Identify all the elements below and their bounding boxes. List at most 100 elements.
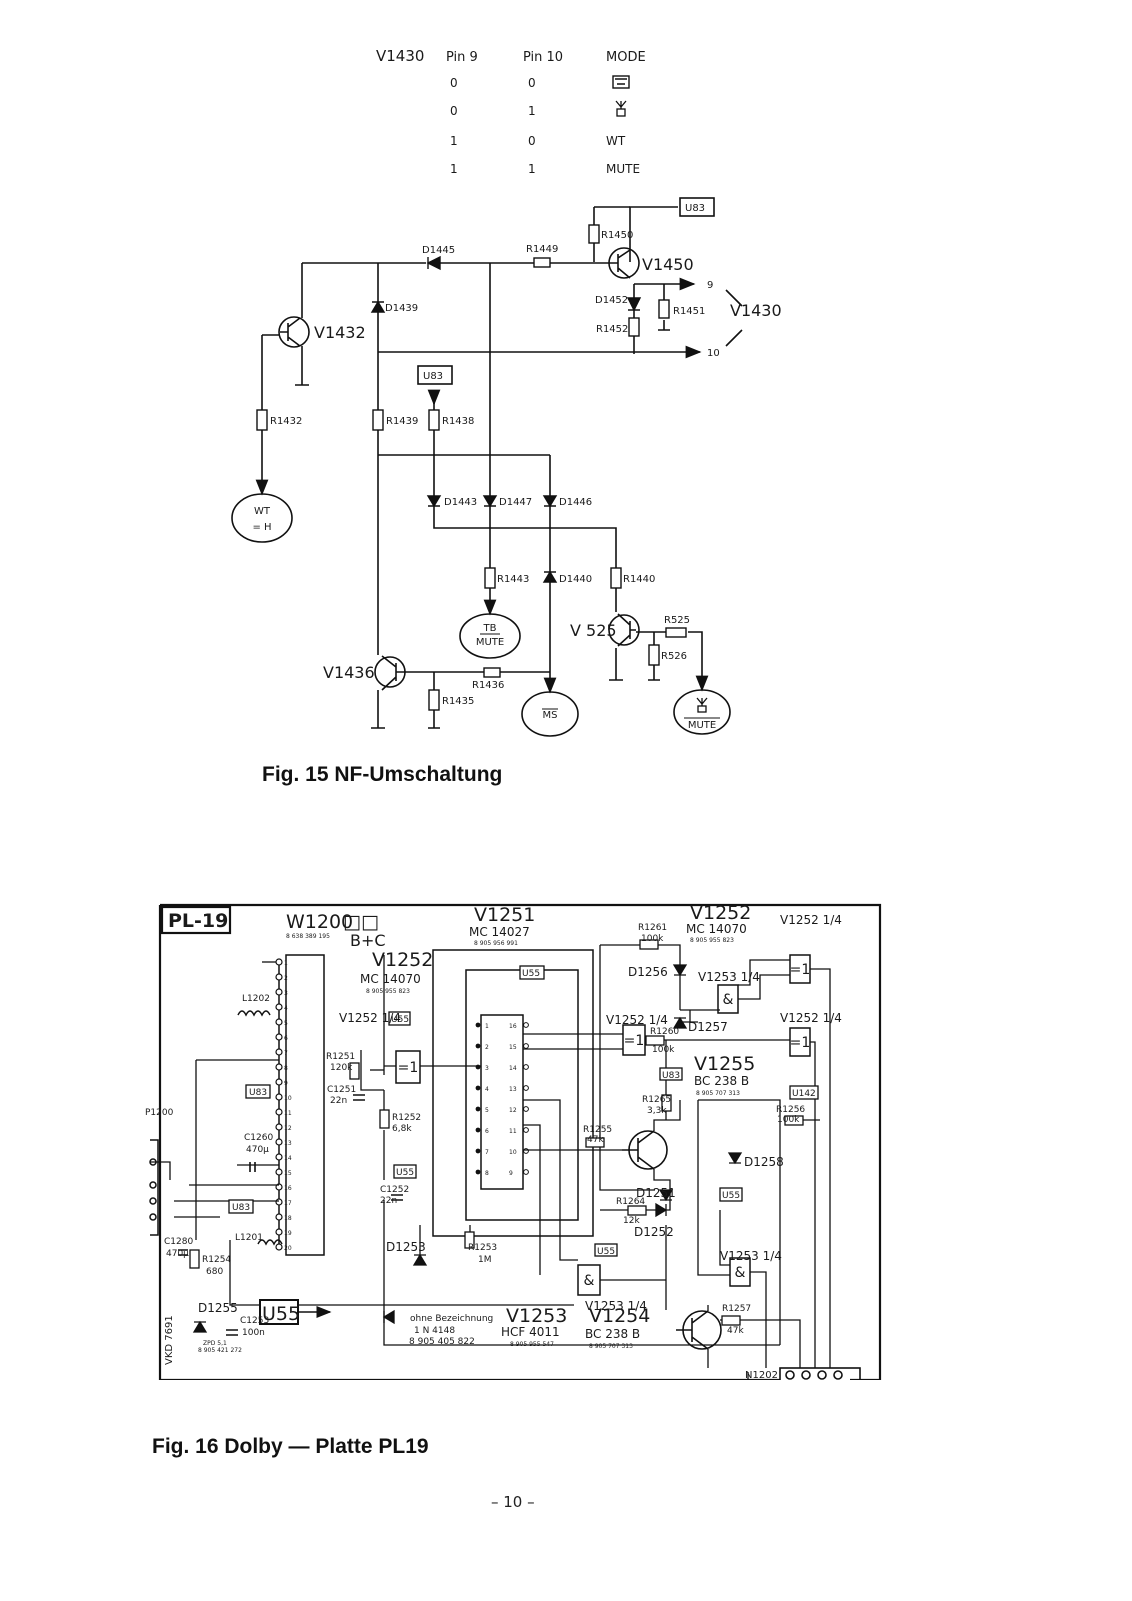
antenna-icon (696, 697, 708, 713)
label-D1253: D1253 (386, 1240, 426, 1254)
W1200-pin (275, 1003, 283, 1011)
resistor-R1443 (484, 567, 496, 589)
V1251-pin (523, 1085, 529, 1091)
input-TB-line2: MUTE (476, 637, 504, 648)
board-label-box (160, 905, 232, 935)
label-R1253v: 1M (478, 1255, 492, 1265)
box-U55-e (719, 1187, 743, 1202)
label-V1252q3: V1252 1/4 (780, 913, 842, 927)
svg-text:=1: =1 (790, 962, 811, 978)
legend-line1: ohne Bezeichnung (410, 1314, 493, 1324)
resistor-R1255 (585, 1137, 605, 1148)
W1200-pin (275, 1093, 283, 1101)
label-C1251v: 22n (330, 1096, 347, 1106)
W1200-pin-number: 13 (284, 1140, 292, 1147)
label-C1253: C1253 (240, 1316, 269, 1326)
W1200-pin (275, 1123, 283, 1131)
V1251-pin-number: 15 (509, 1044, 517, 1051)
box-U55-big (259, 1299, 299, 1325)
input-WT-line1: WT (254, 506, 271, 517)
resistor-R1251 (349, 1062, 360, 1080)
label-R1251: R1251 (326, 1052, 355, 1062)
W1200-pin (275, 1243, 283, 1251)
table-cell-mode: WT (606, 134, 626, 148)
fig16-component-labels: P1200L1202C1260470µC1280470µR1254680L120… (145, 913, 842, 1380)
V1251-pin (523, 1169, 529, 1175)
box-U55-b (388, 1011, 411, 1026)
W1200-pin (275, 1063, 283, 1071)
V1253-type: HCF 4011 (501, 1325, 560, 1339)
V1252-part: 8 905 955 823 (690, 937, 734, 944)
V1251-pin-number: 11 (509, 1128, 517, 1135)
V1251-pin (475, 1085, 481, 1091)
table-header-pin9: Pin 9 (446, 50, 478, 65)
gate-xor-left (395, 1050, 421, 1084)
label-V1430: V1430 (730, 301, 782, 320)
label-R1260v: 100k (652, 1045, 675, 1055)
transistor-V1432 (278, 316, 310, 348)
label-R1253: R1253 (468, 1243, 497, 1253)
W1200-pin (275, 1153, 283, 1161)
label-R1265v: 3,3k (647, 1106, 667, 1116)
label-R1264v: 12k (623, 1216, 640, 1226)
label-C1252v: 22n (380, 1196, 397, 1206)
connector-U83-top (679, 197, 715, 217)
resistor-R525 (665, 627, 687, 638)
V1251-pin (523, 1148, 529, 1154)
label-R1439: R1439 (386, 416, 418, 427)
label-R1254: R1254 (202, 1255, 231, 1265)
V1251-pin-number: 2 (485, 1044, 489, 1051)
V1251-pin (523, 1106, 529, 1112)
W1200-pin-number: 18 (284, 1215, 292, 1222)
resistor-R526 (648, 644, 660, 666)
label-D1439: D1439 (385, 303, 418, 314)
input-mute-text: MUTE (688, 720, 716, 731)
V1251-pin-number: 3 (485, 1065, 489, 1072)
W1200-pin-number: 5 (284, 1020, 288, 1027)
input-WT-line2: = H (252, 522, 271, 533)
diode-D1446 (542, 495, 558, 508)
W1200-part: 8 638 389 195 (286, 933, 330, 940)
capacitor-C1252 (391, 1194, 403, 1201)
input-WT (231, 493, 293, 543)
label-R1252v: 6,8k (392, 1124, 412, 1134)
label-R526: R526 (661, 651, 687, 662)
V1251-pin (475, 1127, 481, 1133)
legend-line2: 1 N 4148 (414, 1326, 455, 1336)
capacitor-C1260 (249, 1162, 256, 1172)
label-R1436: R1436 (472, 680, 504, 691)
V1252-type: MC 14070 (686, 922, 747, 936)
W1200-pin-number: 2 (284, 975, 288, 982)
V1253-name: V1253 (506, 1305, 567, 1327)
V1251-pin-number: 6 (485, 1128, 489, 1135)
label-R1261v: 100k (641, 934, 664, 944)
label-D1252: D1252 (634, 1225, 674, 1239)
W1200-pin-number: 16 (284, 1185, 292, 1192)
svg-text:=1: =1 (624, 1033, 645, 1049)
page-number: – 10 – (491, 1493, 535, 1511)
svg-text:&: & (584, 1273, 595, 1289)
W1200-pin (275, 1033, 283, 1041)
label-R1257v: 47k (727, 1326, 744, 1336)
W1200-squares: □□ (343, 911, 379, 933)
label-C1260: C1260 (244, 1133, 273, 1143)
svg-text:=1: =1 (790, 1035, 811, 1051)
label-U55c: U55 (396, 1168, 414, 1178)
W1200-pin (275, 1198, 283, 1206)
label-L1201: L1201 (235, 1233, 263, 1243)
label-U55b: U55 (391, 1015, 409, 1025)
label-V1252q2: V1252 1/4 (606, 1013, 668, 1027)
V1251-pin (475, 1043, 481, 1049)
resistor-R1264 (627, 1205, 647, 1216)
V1252-left-part: 8 905 955 823 (366, 988, 410, 995)
label-U83a: U83 (249, 1088, 267, 1098)
antenna-icon (615, 100, 627, 117)
table-cell-pin9: 1 (450, 162, 458, 176)
resistor-R1435 (428, 689, 440, 711)
label-C1260v: 470µ (246, 1145, 269, 1155)
label-R1450: R1450 (601, 230, 633, 241)
label-U55e: U55 (722, 1191, 740, 1201)
resistor-R1252 (379, 1109, 390, 1129)
